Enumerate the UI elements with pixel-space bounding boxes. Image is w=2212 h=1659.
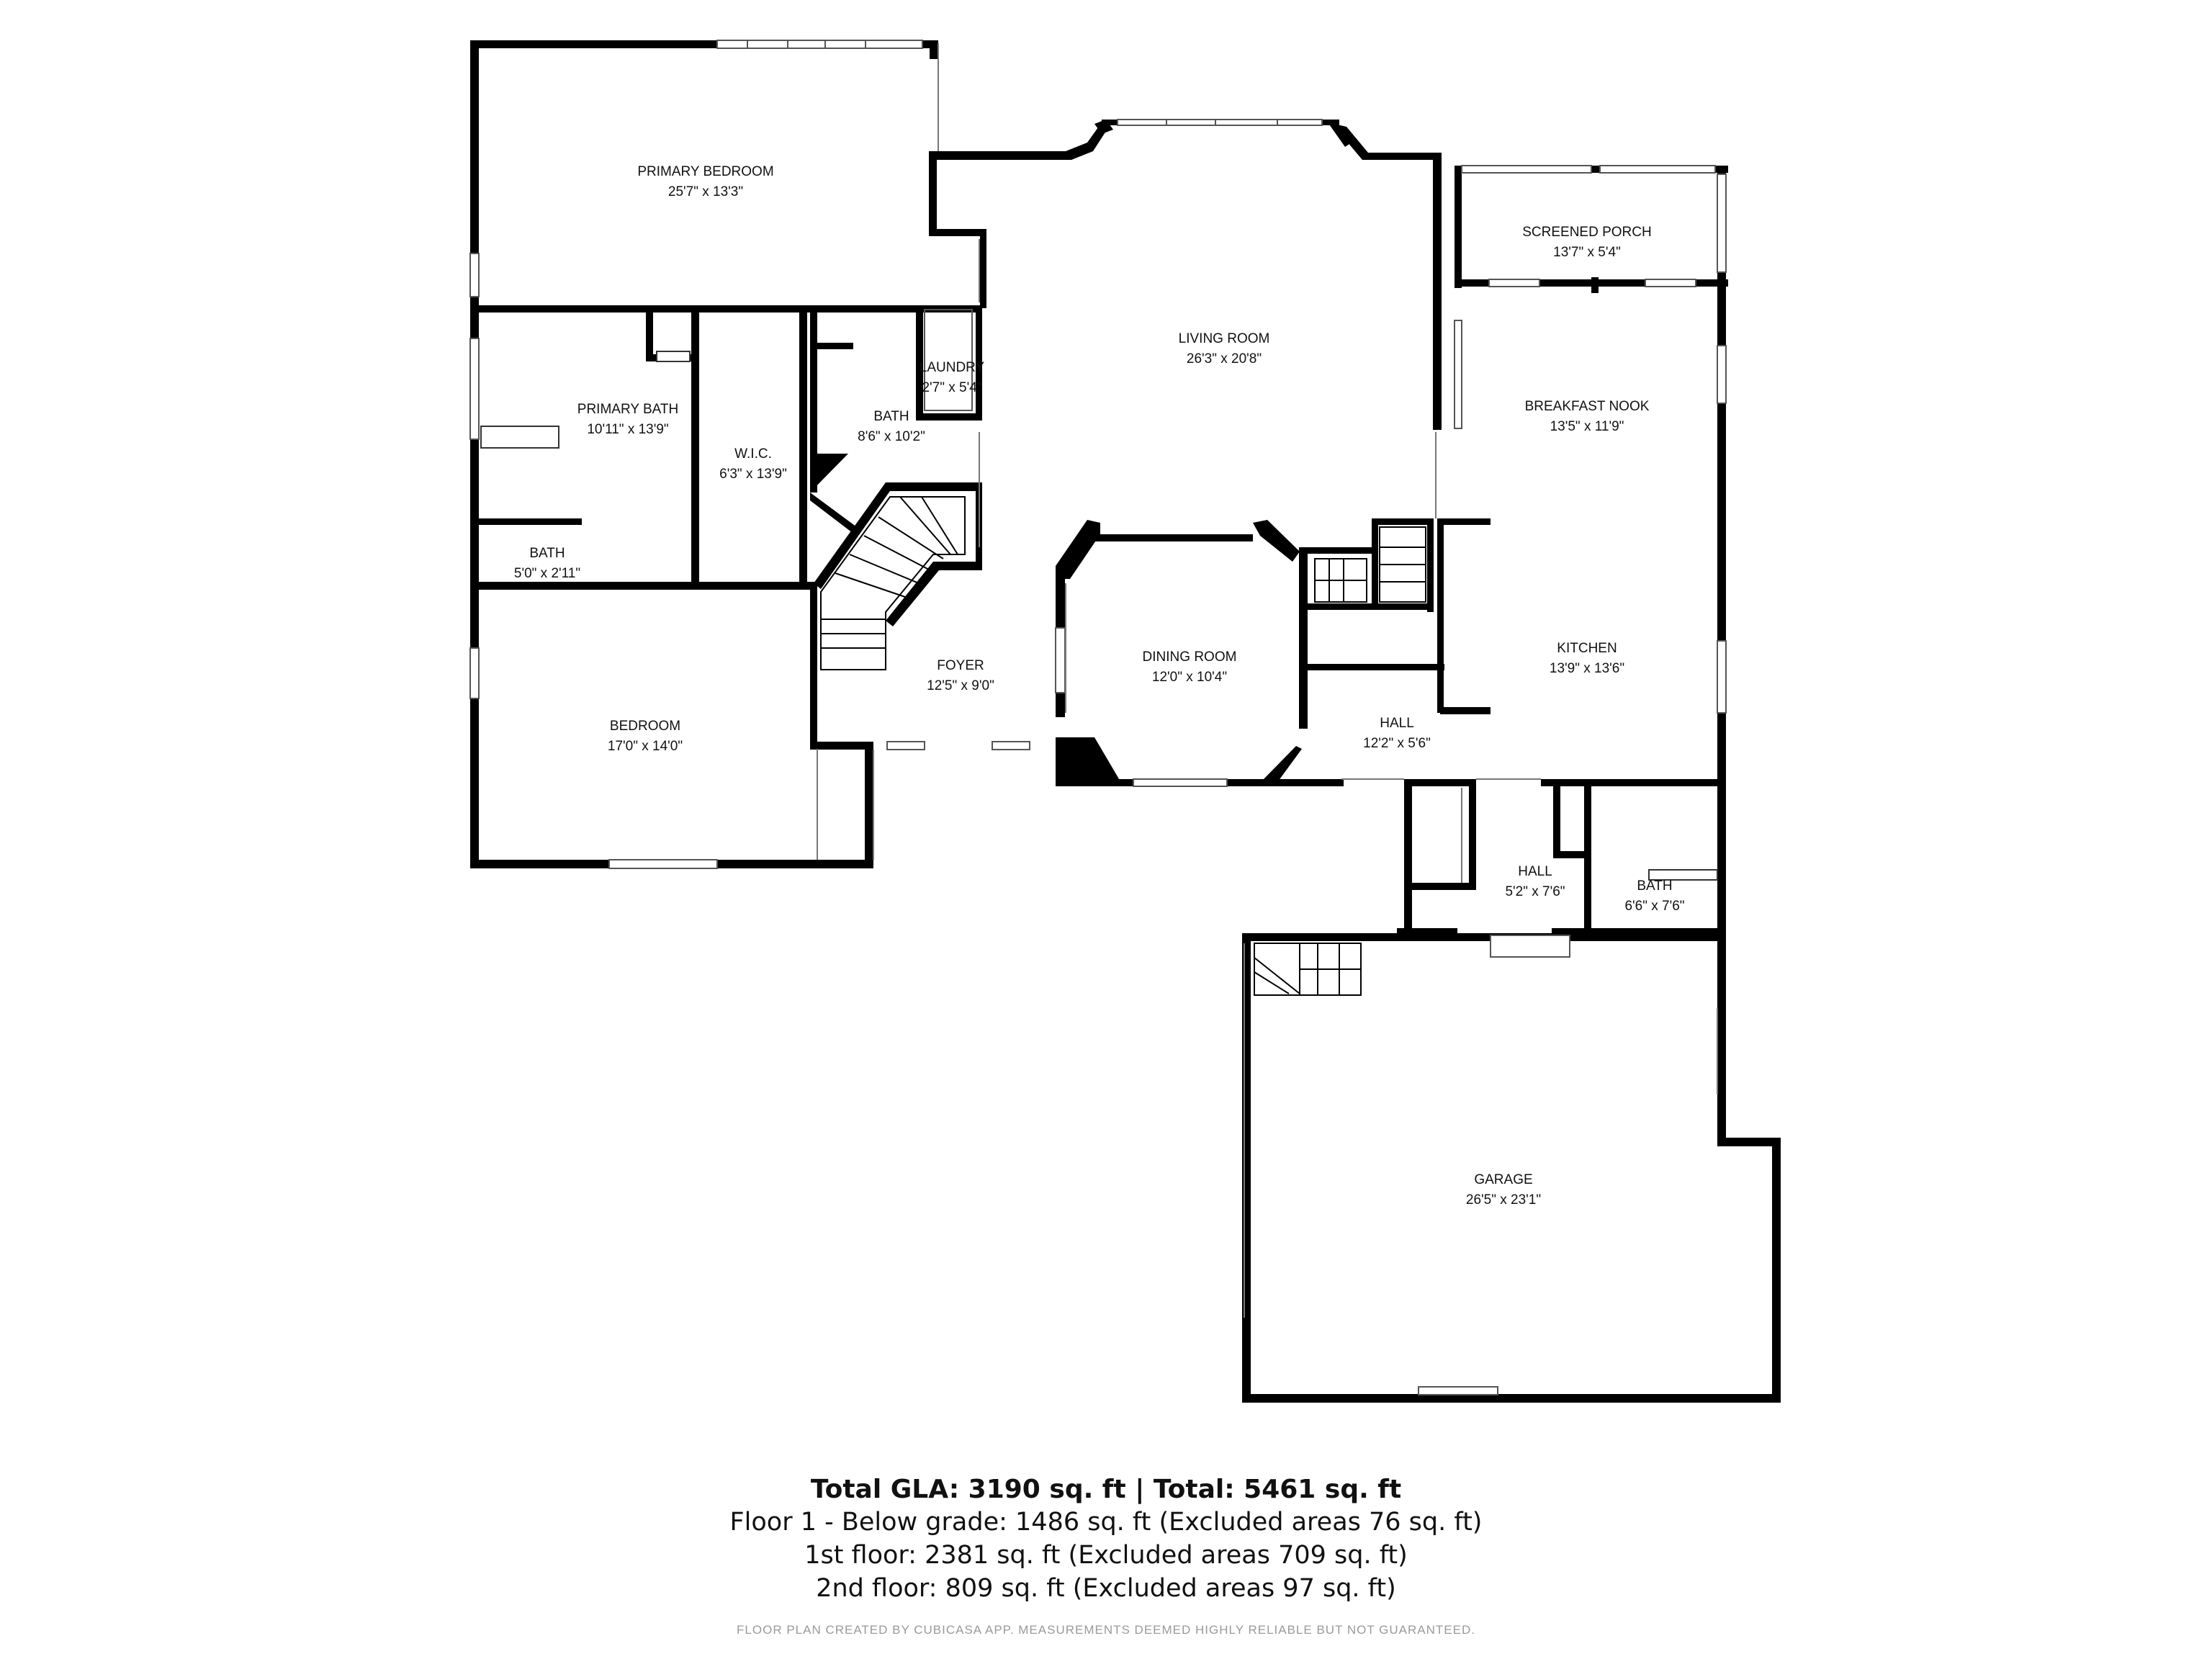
- room-name-breakfast-nook: BREAKFAST NOOK: [1525, 399, 1650, 414]
- room-name-foyer: FOYER: [937, 658, 984, 673]
- laundry-fixture: [924, 309, 973, 411]
- room-dims-garage: 26'5" x 23'1": [1466, 1192, 1541, 1208]
- room-dims-primary-bedroom: 25'7" x 13'3": [668, 184, 743, 199]
- room-name-bath-2: BATH: [529, 546, 565, 561]
- total-area: Total GLA: 3190 sq. ft | Total: 5461 sq.…: [810, 1475, 1402, 1504]
- room-dims-hall-1: 12'2" x 5'6": [1363, 736, 1431, 751]
- room-name-bath-1: BATH: [873, 409, 909, 424]
- room-dims-laundry: 2'7" x 5'4": [922, 380, 981, 395]
- room-dims-bath-1: 8'6" x 10'2": [858, 429, 925, 444]
- room-labels: PRIMARY BEDROOM 25'7" x 13'3" LIVING ROO…: [514, 164, 1685, 1208]
- room-name-kitchen: KITCHEN: [1557, 641, 1617, 656]
- room-name-dining-room: DINING ROOM: [1143, 649, 1237, 665]
- room-dims-bedroom: 17'0" x 14'0": [608, 739, 683, 754]
- floor2-area: 1st floor: 2381 sq. ft (Excluded areas 7…: [804, 1541, 1408, 1570]
- room-name-primary-bath: PRIMARY BATH: [577, 402, 678, 417]
- room-name-bedroom: BEDROOM: [610, 719, 680, 734]
- windows: [469, 40, 1727, 1395]
- floor3-area: 2nd floor: 809 sq. ft (Excluded areas 97…: [816, 1574, 1396, 1603]
- room-dims-kitchen: 13'9" x 13'6": [1550, 661, 1624, 676]
- room-name-laundry: LAUNDRY: [920, 360, 985, 375]
- room-name-hall-2: HALL: [1518, 864, 1552, 879]
- stairs: [820, 496, 1426, 996]
- room-name-garage: GARAGE: [1474, 1172, 1532, 1187]
- room-dims-bath-2: 5'0" x 2'11": [514, 566, 580, 581]
- room-dims-hall-2: 5'2" x 7'6": [1505, 884, 1565, 899]
- room-dims-dining-room: 12'0" x 10'4": [1152, 670, 1227, 685]
- room-name-primary-bedroom: PRIMARY BEDROOM: [637, 164, 773, 179]
- room-name-screened-porch: SCREENED PORCH: [1522, 225, 1651, 240]
- room-dims-primary-bath: 10'11" x 13'9": [587, 422, 668, 437]
- room-name-living-room: LIVING ROOM: [1179, 331, 1270, 346]
- vanity-counter: [480, 426, 559, 449]
- shower-fixture: [656, 351, 691, 362]
- room-dims-breakfast-nook: 13'5" x 11'9": [1550, 419, 1624, 434]
- room-name-bath-3: BATH: [1637, 878, 1672, 894]
- room-dims-screened-porch: 13'7" x 5'4": [1553, 245, 1621, 260]
- room-name-hall-1: HALL: [1380, 716, 1414, 731]
- bath-counter: [1648, 869, 1718, 881]
- floor1-area: Floor 1 - Below grade: 1486 sq. ft (Excl…: [729, 1508, 1483, 1537]
- room-dims-bath-3: 6'6" x 7'6": [1624, 899, 1684, 914]
- door-lines: [817, 43, 1718, 1318]
- room-dims-wic: 6'3" x 13'9": [719, 467, 787, 482]
- room-dims-living-room: 26'3" x 20'8": [1187, 351, 1262, 367]
- credit-note: FLOOR PLAN CREATED BY CUBICASA APP. MEAS…: [737, 1623, 1475, 1637]
- room-name-wic: W.I.C.: [734, 446, 772, 462]
- room-dims-foyer: 12'5" x 9'0": [927, 678, 994, 693]
